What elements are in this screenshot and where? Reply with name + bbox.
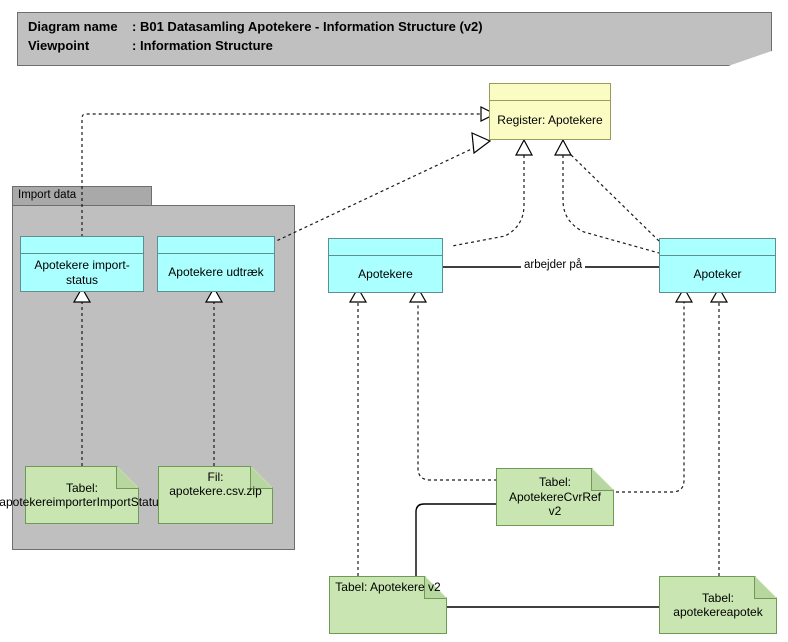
edge-apotekerev2-to-cvrref bbox=[415, 503, 497, 579]
note-tabel-apotekereapotek-label: Tabel: apotekereapotek bbox=[673, 590, 763, 619]
edge-cvrref-to-apoteker bbox=[610, 302, 685, 493]
arrowhead-gen-register-2 bbox=[554, 138, 572, 156]
diagram-name-value: B01 Datasamling Apotekere - Information … bbox=[139, 19, 483, 34]
viewpoint-row: Viewpoint: Information Structure bbox=[28, 38, 273, 53]
note-tabel-apotekerecvrref-v2[interactable]: Tabel: ApotekereCvrRef v2 bbox=[496, 468, 614, 526]
node-apoteker[interactable]: Apoteker bbox=[659, 238, 776, 293]
edge-apoteker-to-register bbox=[565, 149, 660, 242]
group-import-data-title: Import data bbox=[18, 189, 77, 201]
node-apotekere-udtraek[interactable]: Apotekere udtræk bbox=[157, 236, 275, 292]
node-apotekere-import-status[interactable]: Apotekere import-status bbox=[20, 236, 144, 292]
node-apotekere-label: Apotekere bbox=[358, 266, 413, 281]
edge-cvrref-to-apotekere bbox=[417, 302, 497, 481]
node-register-apotekere-label: Register: Apotekere bbox=[497, 112, 603, 127]
edge-apoteker2-to-register bbox=[562, 155, 660, 254]
viewpoint-value: Information Structure bbox=[139, 38, 273, 53]
node-apoteker-header bbox=[660, 239, 775, 256]
arrowhead-gen-register-1 bbox=[515, 138, 533, 156]
node-register-apotekere-header bbox=[490, 84, 610, 101]
note-tabel-apotekereimporter-importstatus-label: Tabel: apotekereimporterImportStatus bbox=[0, 480, 165, 509]
diagram-name-label: Diagram name bbox=[28, 19, 118, 34]
note-fil-apotekere-csv-zip-shape bbox=[158, 466, 273, 524]
group-import-data-tab: Import data bbox=[12, 186, 152, 206]
note-tabel-apotekereimporter-importstatus[interactable]: Tabel: apotekereimporterImportStatus bbox=[0, 466, 165, 524]
node-apotekere[interactable]: Apotekere bbox=[328, 238, 443, 293]
note-fil-apotekere-csv-zip-label: Fil: apotekere.csv.zip bbox=[169, 470, 262, 499]
arrowhead-realize-register-diag bbox=[471, 132, 492, 155]
diagram-name-sep: : bbox=[132, 19, 137, 34]
node-apoteker-label: Apoteker bbox=[693, 266, 742, 281]
node-apotekere-udtraek-label: Apotekere udtræk bbox=[168, 265, 264, 280]
diagram-name-row: Diagram name: B01 Datasamling Apotekere … bbox=[28, 19, 483, 34]
note-tabel-apotekerecvrref-v2-label: Tabel: ApotekereCvrRef v2 bbox=[508, 475, 602, 519]
node-apotekere-import-status-label: Apotekere import-status bbox=[34, 258, 130, 287]
note-fil-apotekere-csv-zip[interactable]: Fil: apotekere.csv.zip bbox=[158, 466, 273, 524]
edge-apotekere-to-register bbox=[451, 155, 525, 247]
note-tabel-apotekereapotek[interactable]: Tabel: apotekereapotek bbox=[659, 576, 777, 634]
edge-udtraek-to-register bbox=[271, 145, 479, 244]
viewpoint-label: Viewpoint bbox=[28, 38, 90, 53]
node-apotekere-import-status-header bbox=[21, 237, 143, 254]
node-apotekere-udtraek-header bbox=[158, 237, 274, 254]
diagram-title-bar: Diagram name: B01 Datasamling Apotekere … bbox=[17, 12, 772, 66]
viewpoint-sep: : bbox=[132, 38, 137, 53]
note-tabel-apotekere-v2[interactable]: Tabel: Apotekere v2 bbox=[329, 576, 447, 634]
node-register-apotekere[interactable]: Register: Apotekere bbox=[489, 83, 611, 140]
node-apotekere-header bbox=[329, 239, 442, 256]
note-tabel-apotekere-v2-label: Tabel: Apotekere v2 bbox=[335, 580, 441, 594]
edge-label-arbejder-paa: arbejder på bbox=[521, 259, 586, 271]
